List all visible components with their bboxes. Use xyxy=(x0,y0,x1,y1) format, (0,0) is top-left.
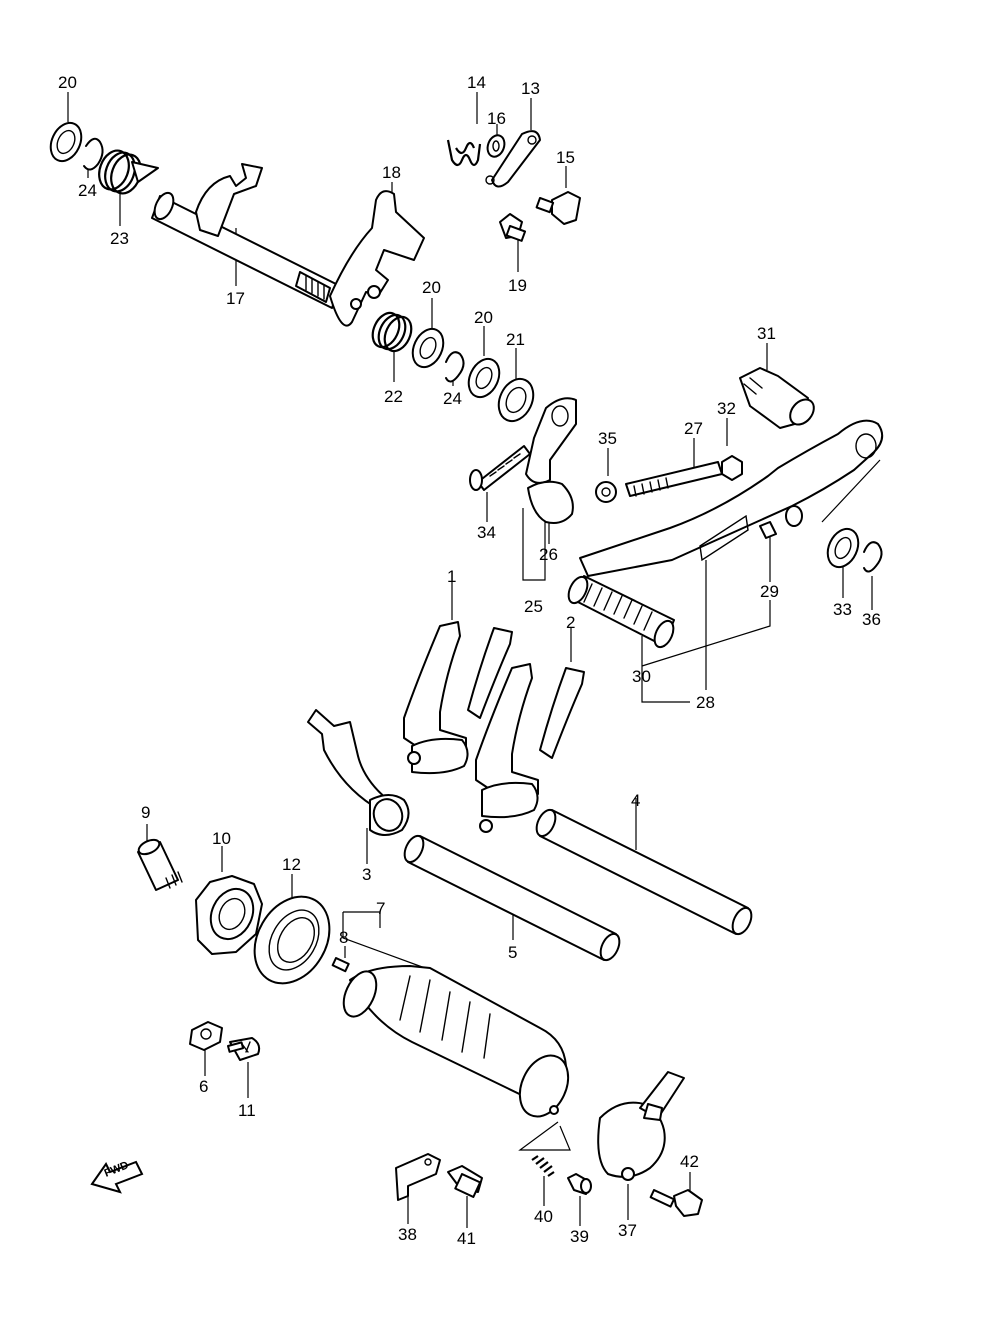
part-label-38: 38 xyxy=(398,1225,417,1244)
part-label-1: 1 xyxy=(447,567,456,586)
part-label-20: 20 xyxy=(58,73,77,92)
gear-position-switch-37-icon xyxy=(597,1071,685,1181)
part-label-9: 9 xyxy=(141,803,150,822)
footpeg-30-icon xyxy=(567,575,675,649)
part-label-28: 28 xyxy=(696,693,715,712)
part-label-7: 7 xyxy=(376,899,385,918)
part-number-labels: 20 24 23 17 18 14 16 13 15 19 20 20 21 2… xyxy=(58,73,881,1248)
part-label-21: 21 xyxy=(506,330,525,349)
spring-14-icon xyxy=(446,139,482,167)
part-label-20: 20 xyxy=(474,308,493,327)
part-label-40: 40 xyxy=(534,1207,553,1226)
part-label-35: 35 xyxy=(598,429,617,448)
part-label-24: 24 xyxy=(78,181,97,200)
part-label-4: 4 xyxy=(631,791,640,810)
spring-23-icon xyxy=(98,149,159,195)
part-label-6: 6 xyxy=(199,1077,208,1096)
part-label-22: 22 xyxy=(384,387,403,406)
part-label-20: 20 xyxy=(422,278,441,297)
bottom-small-parts xyxy=(395,1071,703,1217)
spring-22-icon xyxy=(371,311,413,353)
fwd-arrow-icon: FWD xyxy=(90,1159,144,1194)
part-label-32: 32 xyxy=(717,399,736,418)
small-top-parts xyxy=(446,130,581,242)
part-label-36: 36 xyxy=(862,610,881,629)
shift-shaft-group xyxy=(49,121,535,423)
part-label-10: 10 xyxy=(212,829,231,848)
part-label-16: 16 xyxy=(487,109,506,128)
part-label-13: 13 xyxy=(521,79,540,98)
part-label-31: 31 xyxy=(757,324,776,343)
part-label-19: 19 xyxy=(508,276,527,295)
drum-group xyxy=(137,838,570,1118)
part-label-34: 34 xyxy=(477,523,496,542)
part-label-29: 29 xyxy=(760,582,779,601)
part-label-11: 11 xyxy=(238,1101,256,1120)
part-label-15: 15 xyxy=(556,148,575,167)
bearing-12-icon xyxy=(253,895,331,985)
part-label-17: 17 xyxy=(226,289,245,308)
fork-shafts xyxy=(403,808,753,962)
part-label-18: 18 xyxy=(382,163,401,182)
part-label-14: 14 xyxy=(467,73,486,92)
shift-drum-7-icon xyxy=(342,965,570,1118)
leader-lines xyxy=(67,92,881,1228)
part-label-5: 5 xyxy=(508,943,517,962)
shift-forks xyxy=(307,621,585,836)
part-label-30: 30 xyxy=(632,667,651,686)
part-label-12: 12 xyxy=(282,855,301,874)
part-label-24: 24 xyxy=(443,389,462,408)
gear-stopper-10-icon xyxy=(195,875,263,955)
part-label-37: 37 xyxy=(618,1221,637,1240)
part-label-8: 8 xyxy=(339,928,348,947)
part-label-42: 42 xyxy=(680,1152,699,1171)
part-label-2: 2 xyxy=(566,613,575,632)
part-label-23: 23 xyxy=(110,229,129,248)
part-label-27: 27 xyxy=(684,419,703,438)
part-label-26: 26 xyxy=(539,545,558,564)
part-label-33: 33 xyxy=(833,600,852,619)
part-label-3: 3 xyxy=(362,865,371,884)
part-label-25: 25 xyxy=(524,597,543,616)
part-label-39: 39 xyxy=(570,1227,589,1246)
gearshift-lever-group xyxy=(469,367,884,649)
part-label-41: 41 xyxy=(457,1229,476,1248)
